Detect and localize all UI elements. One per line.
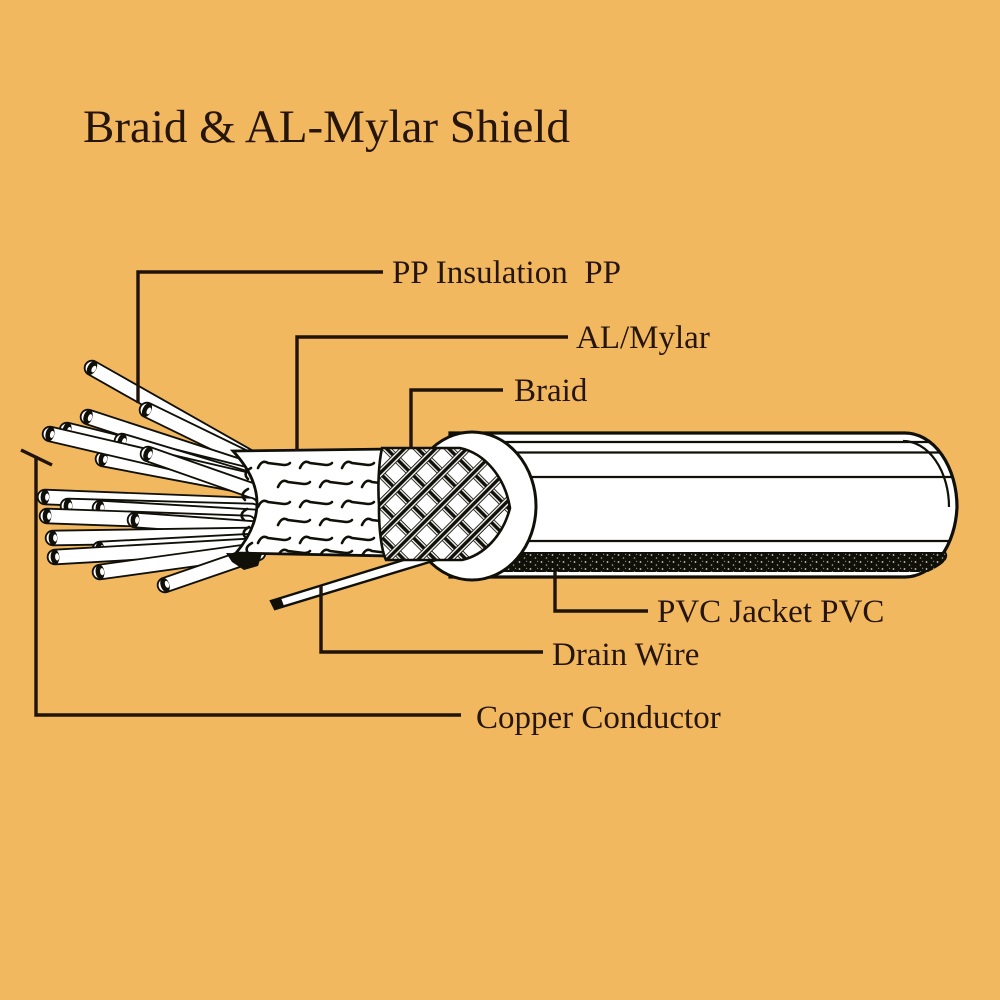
al-mylar-label: AL/Mylar <box>576 320 710 356</box>
pp-insulation-label: PP Insulation PP <box>392 255 621 291</box>
drain-wire-label: Drain Wire <box>552 637 699 673</box>
wire <box>91 542 261 581</box>
wire <box>139 445 271 503</box>
copper-conductor-label: Copper Conductor <box>476 700 721 736</box>
copper-conductor-leader-line <box>34 456 461 717</box>
braid-label: Braid <box>514 373 588 409</box>
braid-leader-line <box>409 388 503 449</box>
mylar-end-scribble <box>226 553 262 570</box>
diagram-title: Braid & AL-Mylar Shield <box>83 101 570 153</box>
part-labels: PP Insulation PP AL/Mylar Braid PVC Jack… <box>392 255 884 736</box>
pvc-jacket <box>448 431 959 579</box>
cap-inner-arc <box>902 439 951 508</box>
pvc-jacket-leader-line <box>553 572 648 613</box>
jacket-band <box>462 552 948 572</box>
leader-lines <box>20 270 648 717</box>
drain-wire-leader-line <box>319 586 543 654</box>
al-mylar-leader-line <box>295 335 568 451</box>
al-mylar-wrap <box>229 447 394 558</box>
braid-shield <box>377 446 512 562</box>
pvc-jacket-label: PVC Jacket PVC <box>657 594 884 630</box>
pp-insulation-leader-line <box>136 270 383 403</box>
